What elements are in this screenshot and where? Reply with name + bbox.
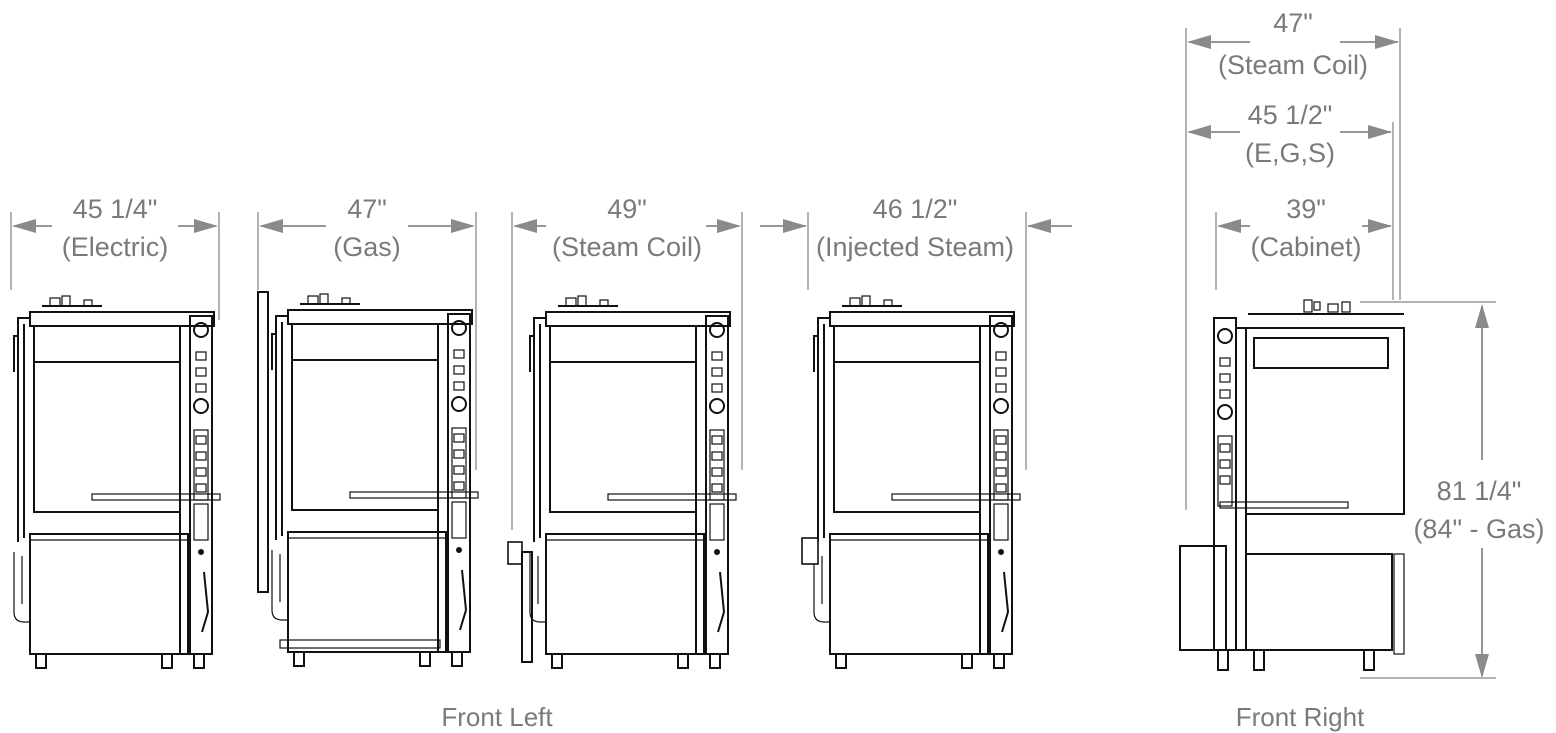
unit-injected-steam	[801, 295, 1021, 669]
dimension-gas: 47" (Gas)	[259, 194, 475, 262]
unit-front-right	[1179, 299, 1405, 671]
dimension-value: 46 1/2"	[873, 194, 958, 224]
dimension-note: (84" - Gas)	[1413, 514, 1544, 544]
unit-gas	[257, 291, 479, 667]
dimension-note: (Electric)	[62, 232, 169, 262]
dimension-height: 81 1/4" (84" - Gas)	[1413, 304, 1545, 678]
dimension-note: (E,G,S)	[1245, 138, 1335, 168]
dimension-value: 47"	[347, 194, 387, 224]
dimension-note: (Injected Steam)	[816, 232, 1014, 262]
unit-steam-coil	[507, 295, 737, 669]
caption-front-right: Front Right	[1236, 702, 1365, 732]
dimension-electric: 45 1/4" (Electric)	[12, 194, 218, 262]
dimension-note: (Gas)	[333, 232, 401, 262]
dimension-value: 49"	[607, 194, 647, 224]
dimension-value: 47"	[1273, 8, 1313, 38]
dimension-egs: 45 1/2" (E,G,S)	[1187, 100, 1392, 168]
dimension-value: 45 1/2"	[1248, 100, 1333, 130]
unit-electric	[13, 295, 221, 669]
dimension-value: 45 1/4"	[73, 194, 158, 224]
dimension-value: 39"	[1286, 194, 1326, 224]
dimension-cabinet: 39" (Cabinet)	[1217, 194, 1392, 262]
dimension-note: (Steam Coil)	[552, 232, 702, 262]
dimension-right-steam-coil: 47" (Steam Coil)	[1187, 8, 1399, 80]
extension-lines	[10, 28, 1496, 679]
dimension-note: (Cabinet)	[1250, 232, 1361, 262]
dimension-note: (Steam Coil)	[1218, 50, 1368, 80]
dimension-injected-steam: 46 1/2" (Injected Steam)	[760, 194, 1072, 262]
dimension-steam-coil: 49" (Steam Coil)	[513, 194, 741, 262]
dimension-value: 81 1/4"	[1437, 476, 1522, 506]
caption-front-left: Front Left	[441, 702, 553, 732]
